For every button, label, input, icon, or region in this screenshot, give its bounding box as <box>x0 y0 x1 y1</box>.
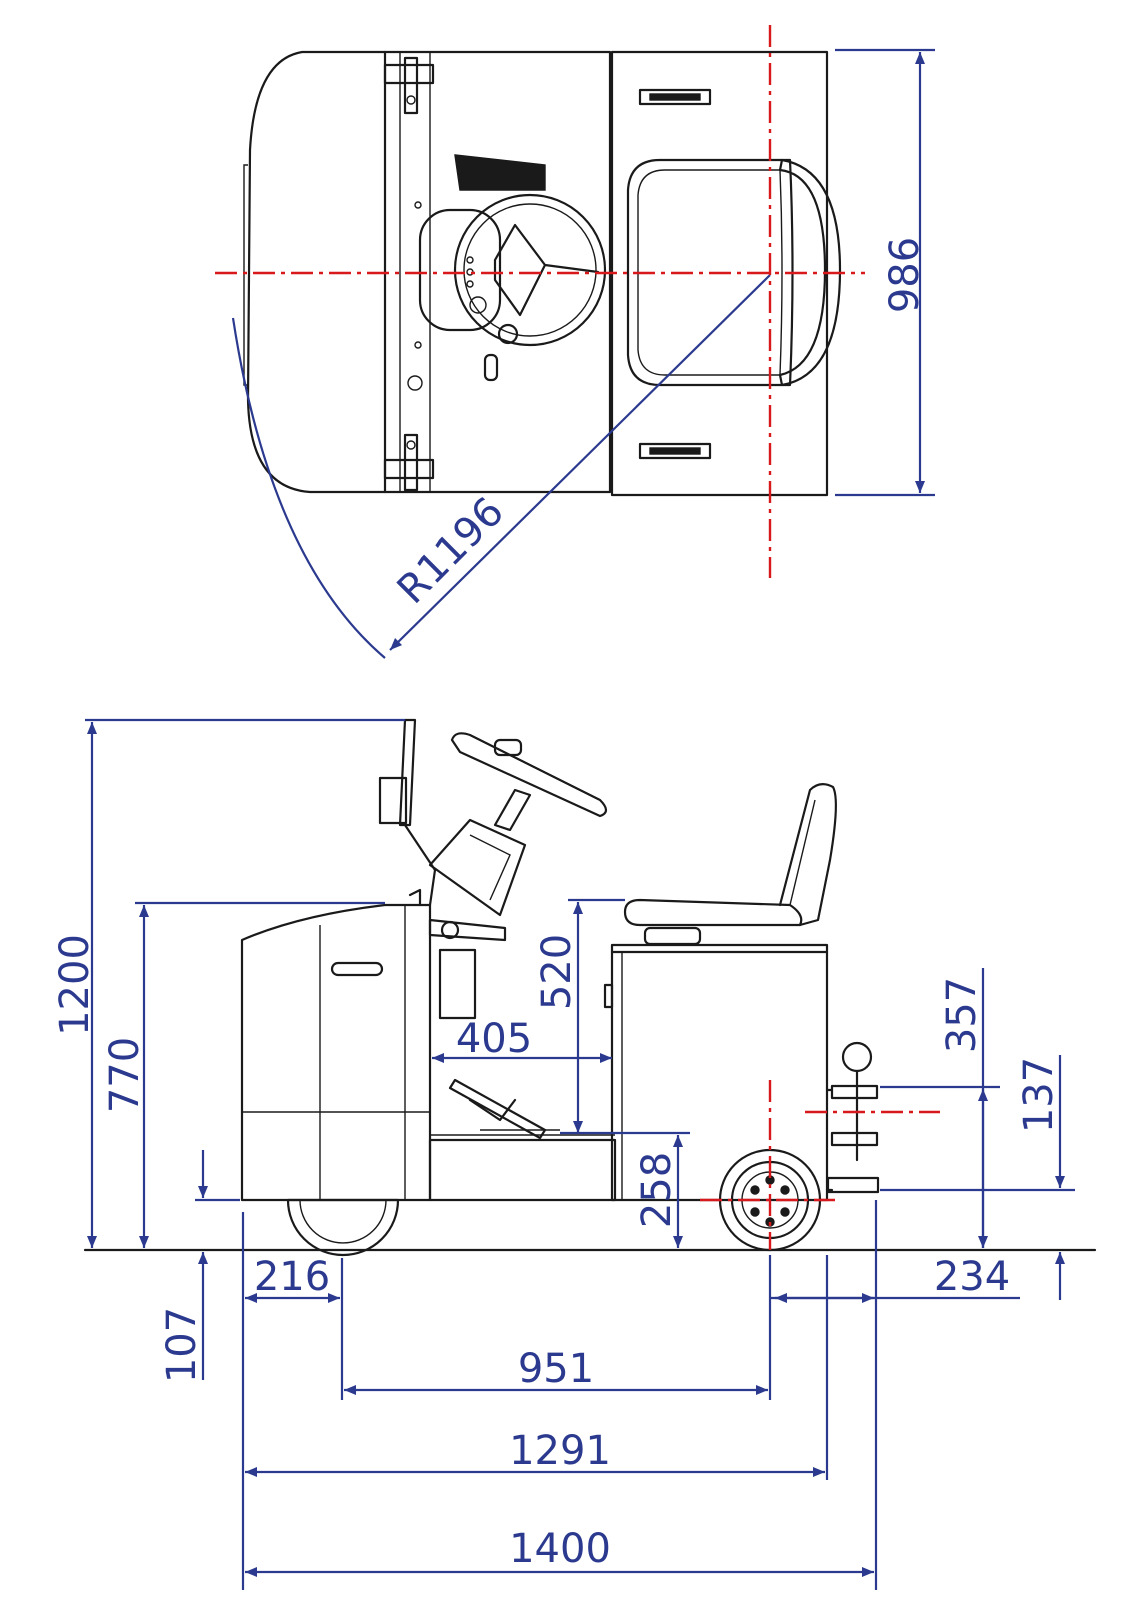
top-view-hood <box>246 50 387 494</box>
dim-seat-to-floor: 520 <box>534 934 580 1010</box>
side-view-seat-icon <box>623 783 837 946</box>
pedal-side-icon <box>448 1078 560 1140</box>
dim-hitch-range: 137 <box>1016 1057 1062 1133</box>
dim-hitch-upper: 357 <box>939 977 985 1053</box>
front-wheel-icon <box>286 1198 400 1257</box>
dim-floor-height: 258 <box>634 1152 680 1228</box>
dim-ground-clearance: 107 <box>159 1307 205 1383</box>
dim-width-top: 986 <box>882 237 928 313</box>
dim-hitch-lowest: 234 <box>934 1254 1010 1300</box>
dim-body-length: 1291 <box>509 1428 611 1474</box>
dim-front-overhang: 216 <box>254 1254 330 1300</box>
pedal-icon <box>454 154 546 191</box>
dim-overall-length: 1400 <box>509 1526 611 1572</box>
dim-turning-radius: R1196 <box>389 489 513 613</box>
side-view-floor <box>428 1138 617 1202</box>
side-view: 1200 770 520 405 258 357 137 234 107 <box>52 718 1097 1590</box>
steering-wheel-icon <box>453 193 607 382</box>
dim-overall-height: 1200 <box>52 934 98 1036</box>
dim-seat-height: 770 <box>102 1037 148 1113</box>
hinge-top <box>383 56 435 115</box>
side-view-front-body <box>240 903 432 1202</box>
tow-hitch-icon <box>825 1041 880 1194</box>
steering-housing <box>418 208 502 332</box>
dim-seat-setback: 405 <box>456 1016 532 1062</box>
dim-wheelbase: 951 <box>518 1346 594 1392</box>
turning-radius-arc <box>231 317 386 659</box>
top-view: 986 R1196 <box>215 25 935 659</box>
steering-column-icon <box>378 718 608 1020</box>
top-view-seat-icon <box>626 158 842 387</box>
hinge-bottom <box>383 433 435 492</box>
